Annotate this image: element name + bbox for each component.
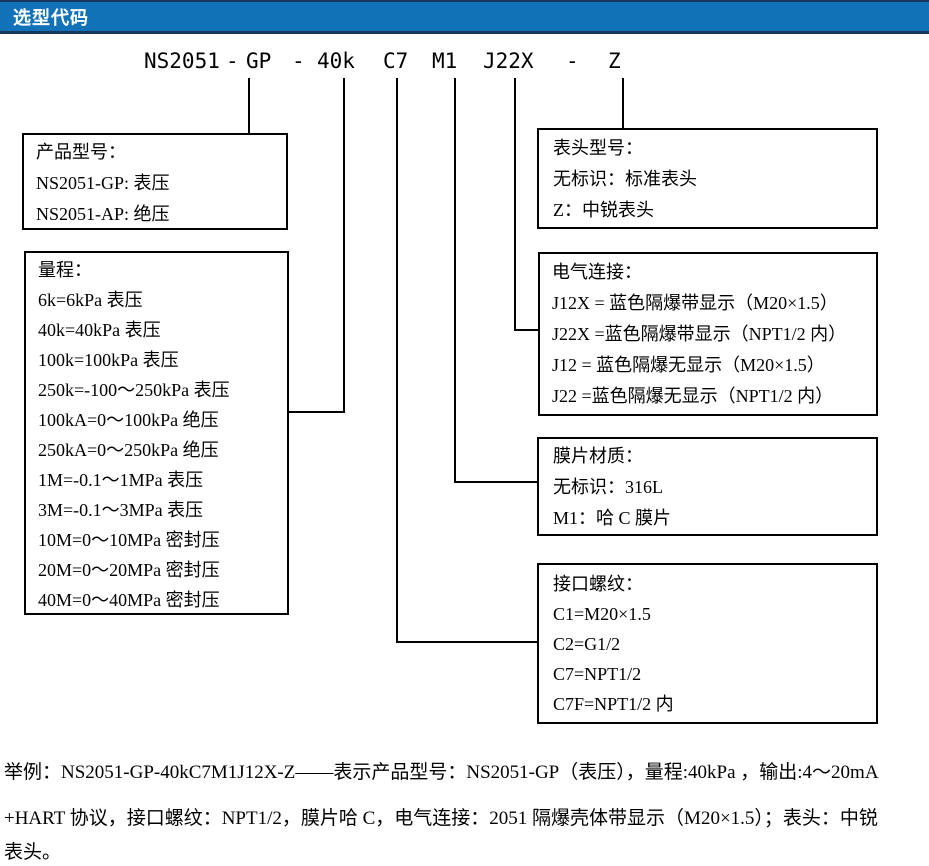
product-model-line: NS2051-AP: 绝压 [36, 204, 170, 224]
code-segment-dash-2: - [292, 49, 305, 73]
code-segment-thread: C7 [383, 49, 409, 73]
code-segment-diaphragm: M1 [432, 49, 458, 73]
thread-title: 接口螺纹： [553, 574, 643, 594]
thread-line: C7F=NPT1/2 内 [553, 694, 674, 714]
connector-electrical-hline [514, 329, 540, 331]
section-title: 选型代码 [13, 7, 89, 28]
electrical-line: J22 =蓝色隔爆无显示（NPT1/2 内） [552, 386, 834, 406]
display-head-box: 表头型号： 无标识：标准表头 Z：中锐表头 [537, 128, 878, 229]
electrical-line: J12 = 蓝色隔爆无显示（M20×1.5） [552, 355, 825, 375]
range-line: 250kA=0～250kPa 绝压 [38, 440, 219, 460]
range-line: 40k=40kPa 表压 [38, 320, 161, 340]
diaphragm-line: M1：哈 C 膜片 [553, 508, 672, 528]
display-head-title: 表头型号： [553, 138, 643, 158]
connector-thread-hline [396, 641, 539, 643]
section-header-bar: 选型代码 [0, 0, 929, 34]
range-box: 量程： 6k=6kPa 表压 40k=40kPa 表压 100k=100kPa … [24, 251, 289, 615]
range-line: 250k=-100～250kPa 表压 [38, 380, 230, 400]
diaphragm-material-box: 膜片材质： 无标识：316L M1：哈 C 膜片 [537, 437, 878, 536]
example-line-3: 表头。 [4, 842, 62, 863]
range-line: 3M=-0.1～3MPa 表压 [38, 500, 204, 520]
code-segment-model: NS2051 [144, 49, 220, 73]
connector-display-vline [622, 78, 624, 130]
range-line: 100k=100kPa 表压 [38, 350, 179, 370]
range-line: 6k=6kPa 表压 [38, 290, 143, 310]
thread-line: C2=G1/2 [553, 634, 621, 654]
product-model-box: 产品型号： NS2051-GP: 表压 NS2051-AP: 绝压 [22, 133, 288, 230]
product-model-line: NS2051-GP: 表压 [36, 173, 170, 193]
thread-line: C1=M20×1.5 [553, 604, 651, 624]
connector-diaphragm-vline [454, 78, 456, 483]
connector-diaphragm-hline [454, 481, 540, 483]
connector-thread-vline [396, 78, 398, 643]
range-line: 10M=0～10MPa 密封压 [38, 530, 220, 550]
range-line: 1M=-0.1～1MPa 表压 [38, 470, 204, 490]
thread-line: C7=NPT1/2 [553, 664, 642, 684]
connector-electrical-vline [514, 78, 516, 331]
code-segment-dash-1: - [226, 49, 239, 73]
diaphragm-line: 无标识：316L [553, 477, 663, 497]
range-line: 40M=0～40MPa 密封压 [38, 590, 220, 610]
electrical-line: J12X = 蓝色隔爆带显示（M20×1.5） [552, 293, 838, 313]
connector-range-vline [343, 78, 345, 413]
range-line: 100kA=0～100kPa 绝压 [38, 410, 219, 430]
range-line: 20M=0～20MPa 密封压 [38, 560, 220, 580]
range-title: 量程： [38, 260, 92, 280]
code-segment-gp: GP [246, 49, 272, 73]
display-head-line: Z：中锐表头 [553, 200, 654, 220]
connector-range-hline [289, 411, 345, 413]
electrical-title: 电气连接： [552, 262, 642, 282]
diaphragm-title: 膜片材质： [553, 446, 643, 466]
code-segment-dash-3: - [566, 49, 579, 73]
electrical-line: J22X =蓝色隔爆带显示（NPT1/2 内） [552, 324, 847, 344]
connector-product-vline [248, 78, 250, 134]
example-line-1: 举例：NS2051-GP-40kC7M1J12X-Z——表示产品型号：NS205… [4, 762, 879, 783]
thread-box: 接口螺纹： C1=M20×1.5 C2=G1/2 C7=NPT1/2 C7F=N… [537, 563, 878, 724]
code-segment-display: Z [608, 49, 621, 73]
code-segment-electrical: J22X [483, 49, 534, 73]
electrical-connection-box: 电气连接： J12X = 蓝色隔爆带显示（M20×1.5） J22X =蓝色隔爆… [538, 252, 878, 416]
display-head-line: 无标识：标准表头 [553, 169, 697, 189]
example-line-2: +HART 协议，接口螺纹：NPT1/2，膜片哈 C，电气连接：2051 隔爆壳… [4, 808, 878, 829]
product-model-title: 产品型号： [36, 142, 126, 162]
code-segment-range: 40k [317, 49, 355, 73]
